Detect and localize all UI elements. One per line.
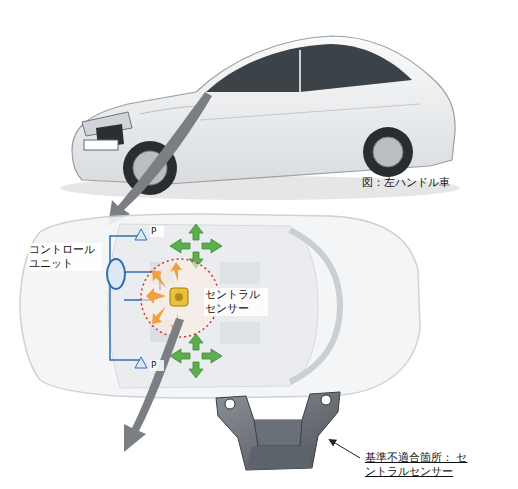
pointer-arrow [124,318,184,452]
nonconformity-note: 基準不適合箇所： セントラルセンサー [364,451,478,479]
sensor-triangle [135,229,147,240]
sensor-bracket [216,392,340,470]
control-unit [107,259,125,289]
part-name: コントロール ユニット [28,243,102,271]
car-top-view [20,214,420,398]
car-photo [60,36,460,200]
leader-line [330,440,360,458]
sensor-triangle [135,357,147,368]
pin-label: P [150,360,164,371]
pointer-arrow [108,92,212,226]
part-name: セントラル センサー [204,288,268,316]
pin-label: P [150,226,164,237]
central-sensor [170,288,188,306]
figure-note: 図：左ハンドル車 [362,176,482,190]
